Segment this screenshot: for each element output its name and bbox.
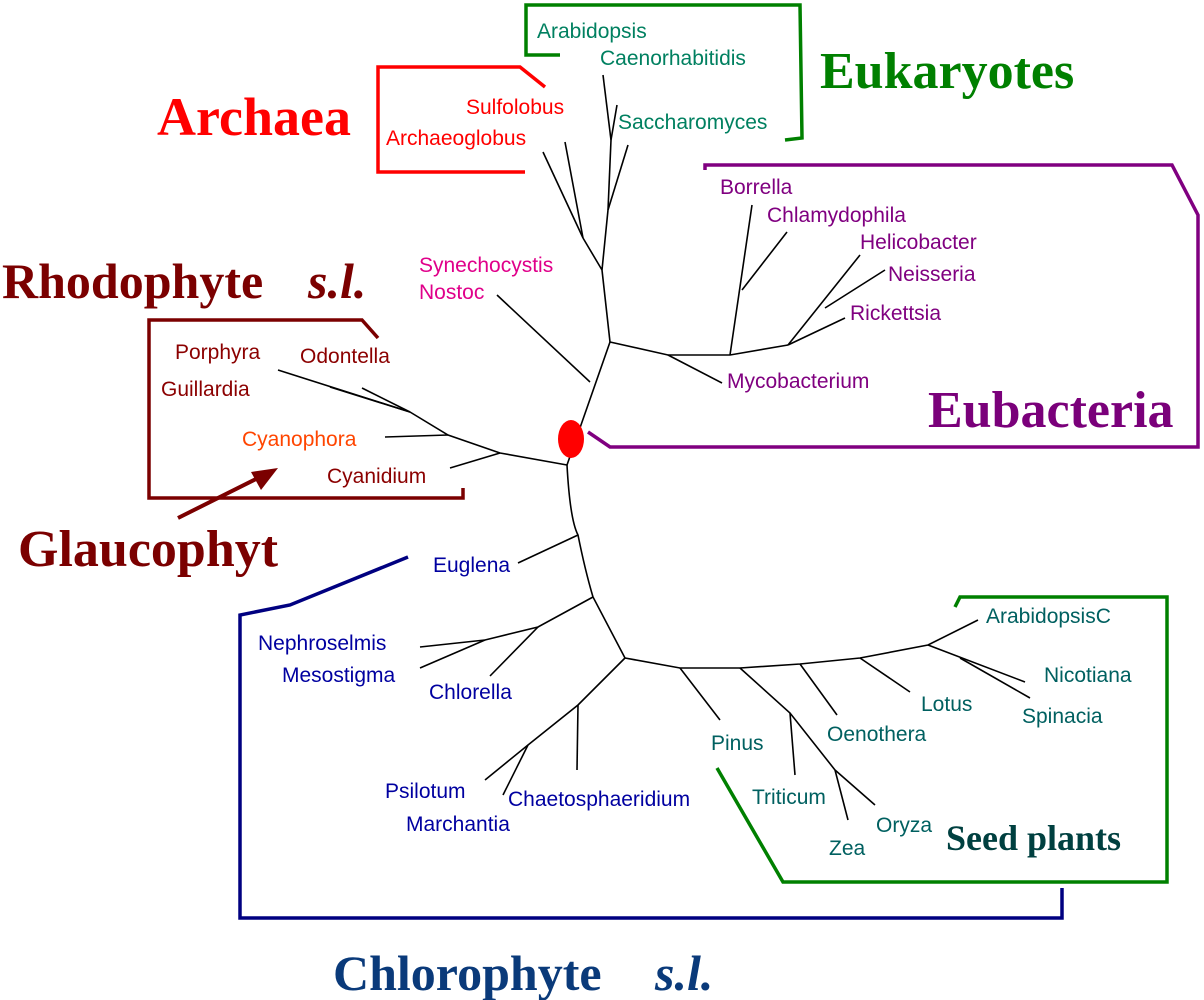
glaucophyte-label: Glaucophyt [18,521,279,578]
taxon-marchantia: Marchantia [406,813,510,836]
taxon-oenothera: Oenothera [827,723,927,746]
taxon-archaeoglobus: Archaeoglobus [386,127,526,150]
branch-to-sulfolobus [542,151,584,239]
archaea-label: Archaea [157,87,351,147]
branch-to-triticum [789,712,796,776]
branch-euk-stem [607,139,612,211]
branch-seed-backbone [624,619,979,669]
branch-to-marchantia [502,744,529,796]
taxon-mesostigma: Mesostigma [282,664,396,687]
branch-to-cyanobacteria [496,294,591,383]
taxon-synechocystis: Synechocystis [419,254,553,277]
branch-to-oryza [834,769,876,806]
branch-to-lotus [859,657,911,693]
branch-to-rickettsia [787,317,846,346]
root-marker [558,420,584,458]
branch-to-odontella [361,387,411,413]
taxon-psilotum: Psilotum [385,780,466,803]
eukaryotes-bracket [524,3,804,142]
rhodophyte-bracket [147,318,465,500]
rhodophyte-label: Rhodophyte [2,253,263,309]
taxon-chaetosphaeridium: Chaetosphaeridium [508,788,690,811]
taxon-arabidopsisc: ArabidopsisC [986,605,1111,628]
branch-to-borrella [729,204,753,356]
eubacteria-bracket [587,163,1200,449]
taxon-caenorhabitidis: Caenorhabitidis [600,47,746,70]
taxon-pinus: Pinus [711,732,764,755]
branch-to-chlamydophila [741,231,788,291]
eubacteria-label: Eubacteria [928,382,1174,439]
branch-to-mycobacterium [667,354,723,384]
taxon-cyanophora: Cyanophora [242,428,357,451]
seed-plants-label: Seed plants [946,818,1121,858]
branch-to-cyanidium [449,452,501,469]
branch-euk-arch-split [582,209,609,271]
taxon-nephroselmis: Nephroselmis [258,632,386,655]
branch-to-helicobacter [787,254,861,346]
taxon-cyanidium: Cyanidium [327,465,426,488]
branch-to-neisseria [824,269,886,309]
branch-to-spinacia [959,657,1031,699]
branch-to-euglena [517,534,579,564]
taxon-chlamydophila: Chlamydophila [767,204,906,227]
branch-to-nicotiana [927,644,1026,683]
branch-to-arabidopsis [610,104,618,141]
branch-to-saccharomyces [607,144,629,211]
branch-to-archaeoglobus [564,141,584,239]
chlorophyte-bracket [238,555,1064,920]
branch-to-caenorhabitidis [602,74,612,141]
taxon-helicobacter: Helicobacter [860,231,977,254]
branch-upper-to-euk-arch [601,269,611,343]
branch-to-chlorophyte-core [419,596,594,648]
taxon-chlorella: Chlorella [429,681,512,704]
taxon-euglena: Euglena [433,554,510,577]
branch-to-zea [834,769,849,821]
branch-to-chlorella [489,626,539,677]
branch-to-chaetosphaeridium [576,704,579,771]
archaea-bracket [376,65,547,174]
taxon-saccharomyces: Saccharomyces [618,111,767,134]
taxon-nicotiana: Nicotiana [1044,664,1132,687]
taxon-rickettsia: Rickettsia [850,302,941,325]
taxon-odontella: Odontella [300,345,390,368]
taxon-borrella: Borrella [720,176,793,199]
chlorophyte-suffix: s.l. [654,945,713,1000]
chlorophyte-label: Chlorophyte [333,945,602,1000]
branch-to-land-plants [484,657,626,781]
taxon-neisseria: Neisseria [888,263,976,286]
taxon-spinacia: Spinacia [1022,705,1103,728]
taxon-porphyra: Porphyra [175,341,261,364]
branch-to-porphyra [329,386,411,413]
taxon-sulfolobus: Sulfolobus [466,96,564,119]
taxon-lotus: Lotus [921,693,972,716]
taxon-guillardia: Guillardia [161,378,250,401]
branch-upper-to-eubacteria [609,341,789,356]
rhodophyte-suffix: s.l. [307,253,366,309]
branch-root-to-lower-trunk [566,464,626,659]
branch-to-mesostigma [419,639,486,669]
taxon-mycobacterium: Mycobacterium [727,370,869,393]
taxon-nostoc: Nostoc [419,281,484,304]
taxon-arabidopsis: Arabidopsis [537,20,647,43]
branch-to-oenothera [799,663,838,716]
taxon-triticum: Triticum [752,786,826,809]
branch-to-pinus [679,667,721,721]
tree-branches [277,74,1031,821]
branch-root-to-rhodophyte-node [499,452,568,466]
glaucophyte-arrow [177,468,278,520]
taxon-zea: Zea [829,837,866,860]
eukaryotes-label: Eukaryotes [820,43,1074,100]
taxon-oryza: Oryza [876,814,932,837]
branch-rhodo-internal [409,411,501,454]
branch-to-cyanophora [384,434,449,438]
seed-plants-bracket [715,595,1169,884]
